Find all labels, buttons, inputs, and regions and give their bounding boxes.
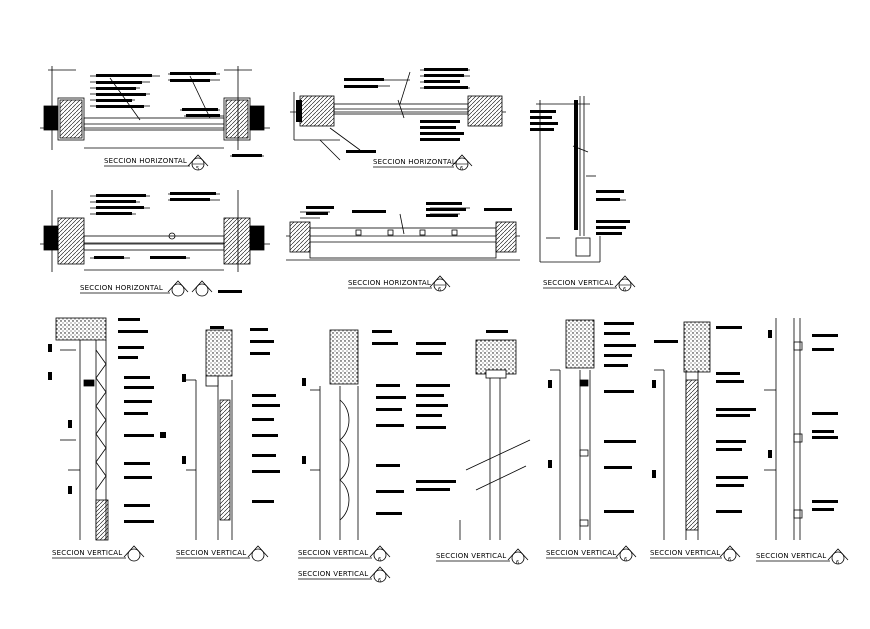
horizontal-section-2-tag: 6 bbox=[460, 166, 463, 172]
vertical-section-5-title: SECCION VERTICAL bbox=[546, 549, 616, 557]
vertical-section-7-title: SECCION VERTICAL bbox=[756, 552, 826, 560]
vertical-section-3b-title: SECCION VERTICAL bbox=[298, 570, 368, 578]
vertical-section-1-title: SECCION VERTICAL bbox=[52, 549, 122, 557]
horizontal-section-4 bbox=[286, 207, 520, 261]
horizontal-section-2-notes bbox=[296, 68, 468, 153]
horizontal-section-1-tag: 5 bbox=[196, 166, 199, 172]
vertical-section-3-title: SECCION VERTICAL bbox=[298, 549, 368, 557]
vertical-section-top-title: SECCION VERTICAL bbox=[543, 279, 613, 287]
vertical-section-top bbox=[536, 96, 626, 263]
vertical-section-7 bbox=[764, 318, 803, 540]
vertical-section-6-title: SECCION VERTICAL bbox=[650, 549, 720, 557]
section-tag-icon bbox=[348, 275, 451, 292]
vertical-section-6 bbox=[654, 321, 711, 540]
section-tag-icon bbox=[104, 154, 209, 171]
horizontal-section-2-title: SECCION HORIZONTAL bbox=[373, 158, 456, 166]
vertical-section-6-tag: 6 bbox=[728, 557, 731, 563]
vertical-section-1-notes bbox=[48, 318, 166, 523]
section-tag-icon bbox=[543, 275, 636, 292]
section-tag-icon bbox=[80, 280, 213, 297]
section-tag-icon bbox=[546, 545, 637, 562]
vertical-section-3b-tag: 6 bbox=[378, 578, 381, 584]
vertical-section-3-notes bbox=[302, 330, 406, 515]
horizontal-section-1-notes bbox=[96, 72, 262, 157]
vertical-section-6-notes bbox=[652, 326, 756, 513]
vertical-section-5-tag: 6 bbox=[624, 557, 627, 563]
vertical-section-4-title: SECCION VERTICAL bbox=[436, 552, 506, 560]
vertical-section-4 bbox=[459, 339, 531, 540]
vertical-section-3-tag: 6 bbox=[378, 557, 381, 563]
vertical-section-top-tag: 6 bbox=[623, 287, 626, 293]
vertical-section-7-notes bbox=[768, 330, 838, 511]
vertical-section-7-tag: 6 bbox=[836, 560, 839, 566]
section-tag-icon bbox=[436, 548, 529, 565]
section-tag-icon bbox=[298, 566, 391, 583]
horizontal-section-4-tag: 6 bbox=[438, 287, 441, 293]
section-tag-icon bbox=[298, 545, 391, 562]
horizontal-section-4-title: SECCION HORIZONTAL bbox=[348, 279, 431, 287]
vertical-section-3 bbox=[310, 329, 359, 540]
vertical-section-2 bbox=[186, 329, 233, 540]
vertical-section-4-tag: 6 bbox=[516, 560, 519, 566]
vertical-section-2-notes bbox=[182, 326, 280, 503]
section-tag-icon bbox=[650, 545, 741, 562]
vertical-section-1 bbox=[55, 317, 109, 541]
vertical-section-5 bbox=[550, 319, 595, 540]
horizontal-section-3 bbox=[40, 190, 270, 272]
vertical-section-4-notes bbox=[416, 330, 508, 491]
vertical-section-5-notes bbox=[548, 322, 636, 513]
section-tag-icon bbox=[373, 154, 473, 171]
horizontal-section-3-notes bbox=[94, 192, 242, 293]
horizontal-section-3-title: SECCION HORIZONTAL bbox=[80, 284, 163, 292]
section-tag-icon bbox=[52, 545, 145, 562]
section-tag-icon bbox=[176, 545, 269, 562]
horizontal-section-4-notes bbox=[306, 202, 512, 217]
vertical-section-2-title: SECCION VERTICAL bbox=[176, 549, 246, 557]
section-tag-icon bbox=[756, 548, 849, 565]
vertical-section-top-notes bbox=[530, 100, 630, 235]
horizontal-section-1-title: SECCION HORIZONTAL bbox=[104, 157, 187, 165]
